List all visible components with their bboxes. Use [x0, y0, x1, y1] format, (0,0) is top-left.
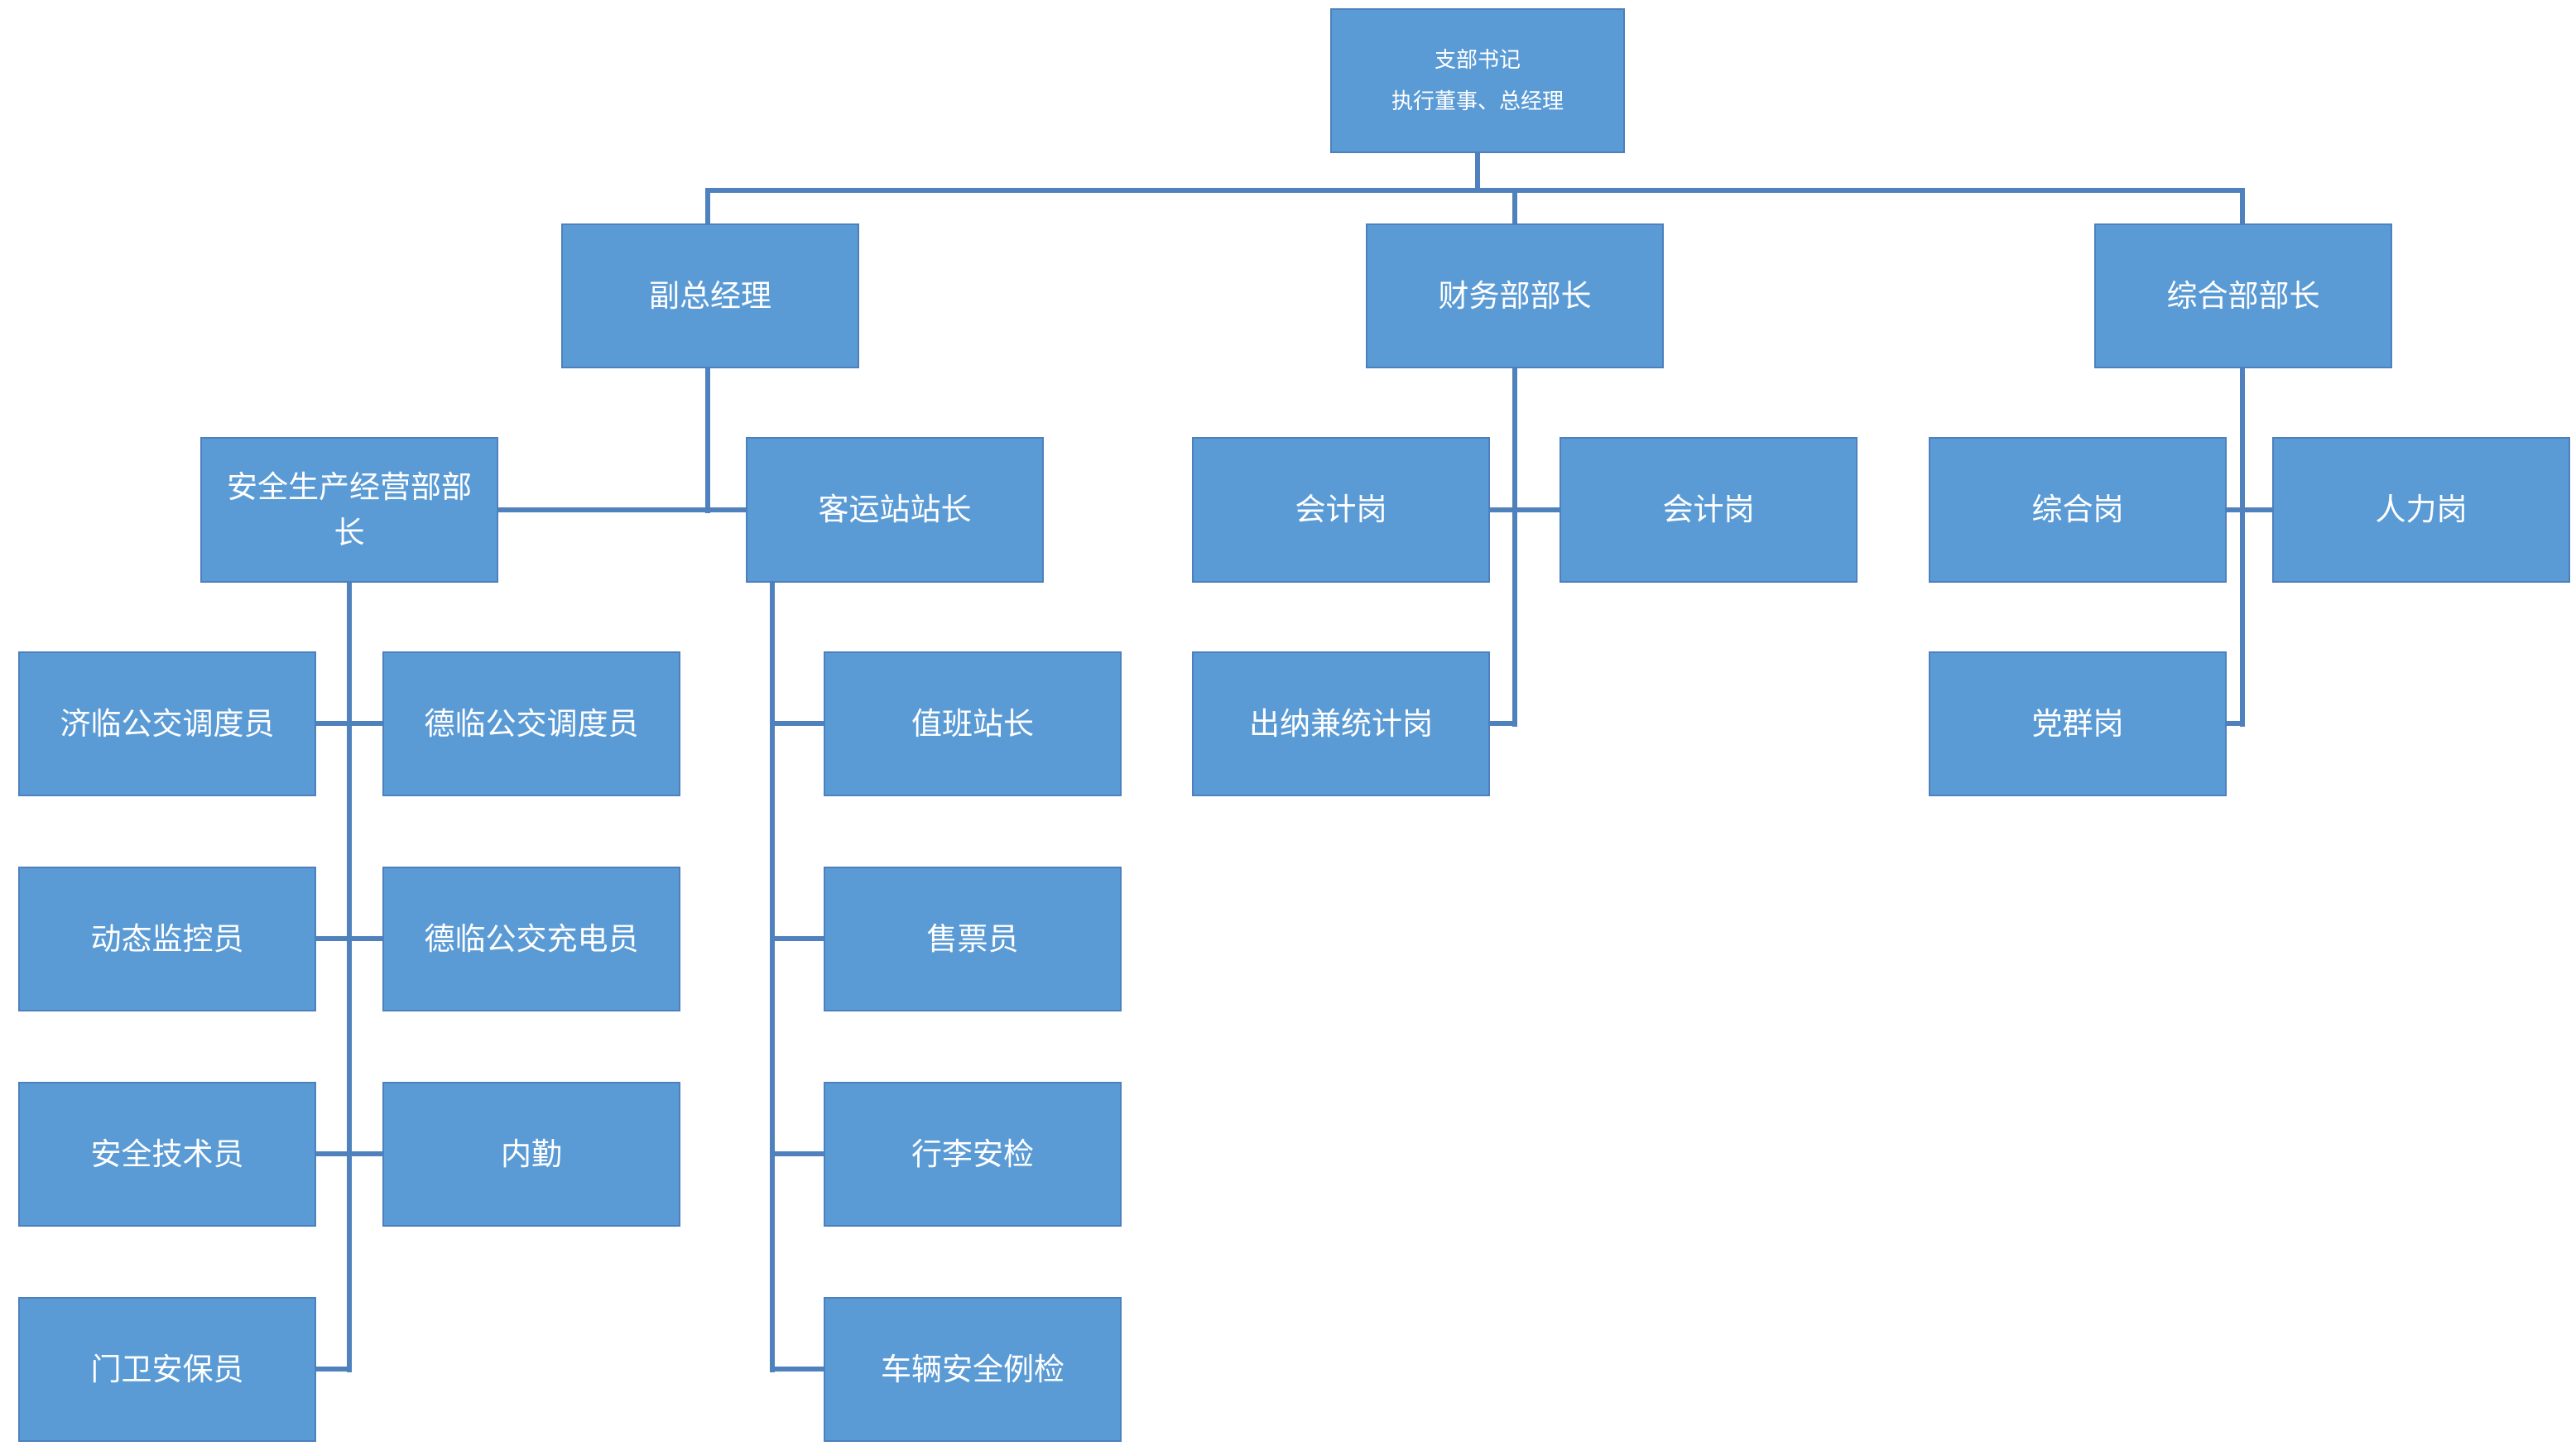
connector-bus-to-finance-head — [1512, 188, 1517, 225]
org-node-label: 会计岗 — [1662, 492, 1755, 527]
org-node-label: 党群岗 — [2031, 706, 2124, 741]
connector-station-elbow-row4 — [770, 1367, 824, 1372]
org-node-general-post: 综合岗 — [1929, 437, 2227, 583]
connector-station-stub-row2 — [772, 936, 824, 941]
org-node-label: 行李安检 — [911, 1136, 1034, 1171]
org-node-label: 出纳兼统计岗 — [1249, 706, 1433, 741]
connector-safety-stub-row3 — [316, 1151, 382, 1156]
org-node-deputy-general-manager: 副总经理 — [561, 223, 859, 368]
connector-bus-to-general-head — [2240, 188, 2245, 225]
org-node-label: 财务部部长 — [1438, 278, 1592, 313]
org-node-gate-security-guard: 门卫安保员 — [18, 1297, 316, 1442]
connector-station-stub-row3 — [772, 1151, 824, 1156]
org-node-label: 综合部部长 — [2166, 278, 2320, 313]
connector-general-elbow-party — [2227, 721, 2245, 726]
org-node-branch-secretary: 支部书记 执行董事、总经理 — [1330, 8, 1625, 153]
connector-safety-stub-row1 — [316, 721, 382, 726]
org-node-label: 客运站站长 — [818, 492, 972, 527]
org-node-label: 值班站长 — [911, 706, 1034, 741]
org-node-label: 车辆安全例检 — [881, 1352, 1065, 1386]
org-node-office-clerk: 内勤 — [382, 1082, 680, 1227]
connector-safety-elbow-row4 — [316, 1367, 352, 1372]
connector-finance-elbow-cashier — [1490, 721, 1517, 726]
org-node-label: 内勤 — [501, 1136, 562, 1171]
org-node-safety-ops-dept-head: 安全生产经营部部 长 — [200, 437, 498, 583]
connector-root-drop — [1475, 153, 1480, 193]
org-node-label: 会计岗 — [1295, 492, 1387, 527]
org-node-label: 安全技术员 — [90, 1136, 244, 1171]
org-node-jilin-bus-dispatcher: 济临公交调度员 — [18, 651, 316, 796]
org-node-label: 济临公交调度员 — [60, 706, 275, 741]
org-node-finance-dept-head: 财务部部长 — [1366, 223, 1664, 368]
org-node-label: 德临公交充电员 — [424, 921, 639, 956]
connector-safety-to-station — [498, 507, 746, 512]
connector-general-stub-posts — [2227, 507, 2272, 512]
org-node-general-dept-head: 综合部部长 — [2094, 223, 2392, 368]
org-node-passenger-station-master: 客运站站长 — [746, 437, 1044, 583]
connector-finance-trunk — [1512, 368, 1517, 727]
org-node-label: 动态监控员 — [90, 921, 244, 956]
org-node-ticket-seller: 售票员 — [824, 867, 1122, 1011]
org-node-label: 支部书记 执行董事、总经理 — [1391, 47, 1564, 113]
org-node-label: 副总经理 — [649, 278, 771, 313]
org-node-party-mass-post: 党群岗 — [1929, 651, 2227, 796]
connector-finance-stub-accountants — [1490, 507, 1560, 512]
org-node-label: 安全生产经营部部 长 — [227, 469, 472, 550]
connector-deputy-gm-drop — [705, 368, 710, 513]
connector-bus-to-deputy-gm — [705, 188, 710, 225]
connector-safety-trunk — [347, 583, 352, 1372]
connector-level2-bus — [705, 188, 2245, 193]
org-node-vehicle-safety-inspection: 车辆安全例检 — [824, 1297, 1122, 1442]
org-node-cashier-statistics-post: 出纳兼统计岗 — [1192, 651, 1490, 796]
org-node-delin-bus-dispatcher: 德临公交调度员 — [382, 651, 680, 796]
org-node-delin-bus-charger: 德临公交充电员 — [382, 867, 680, 1011]
org-node-label: 售票员 — [926, 921, 1019, 956]
org-node-safety-technician: 安全技术员 — [18, 1082, 316, 1227]
org-node-hr-post: 人力岗 — [2272, 437, 2570, 583]
org-node-label: 德临公交调度员 — [424, 706, 639, 741]
org-node-label: 门卫安保员 — [90, 1352, 244, 1386]
org-node-luggage-security-check: 行李安检 — [824, 1082, 1122, 1227]
connector-general-trunk — [2240, 368, 2245, 727]
org-node-accountant-1: 会计岗 — [1192, 437, 1490, 583]
org-node-accountant-2: 会计岗 — [1560, 437, 1858, 583]
org-node-dynamic-monitor: 动态监控员 — [18, 867, 316, 1011]
connector-safety-stub-row2 — [316, 936, 382, 941]
connector-station-trunk — [770, 583, 775, 1372]
org-node-label: 综合岗 — [2031, 492, 2124, 527]
org-node-label: 人力岗 — [2375, 492, 2468, 527]
org-node-duty-station-master: 值班站长 — [824, 651, 1122, 796]
connector-station-stub-row1 — [772, 721, 824, 726]
